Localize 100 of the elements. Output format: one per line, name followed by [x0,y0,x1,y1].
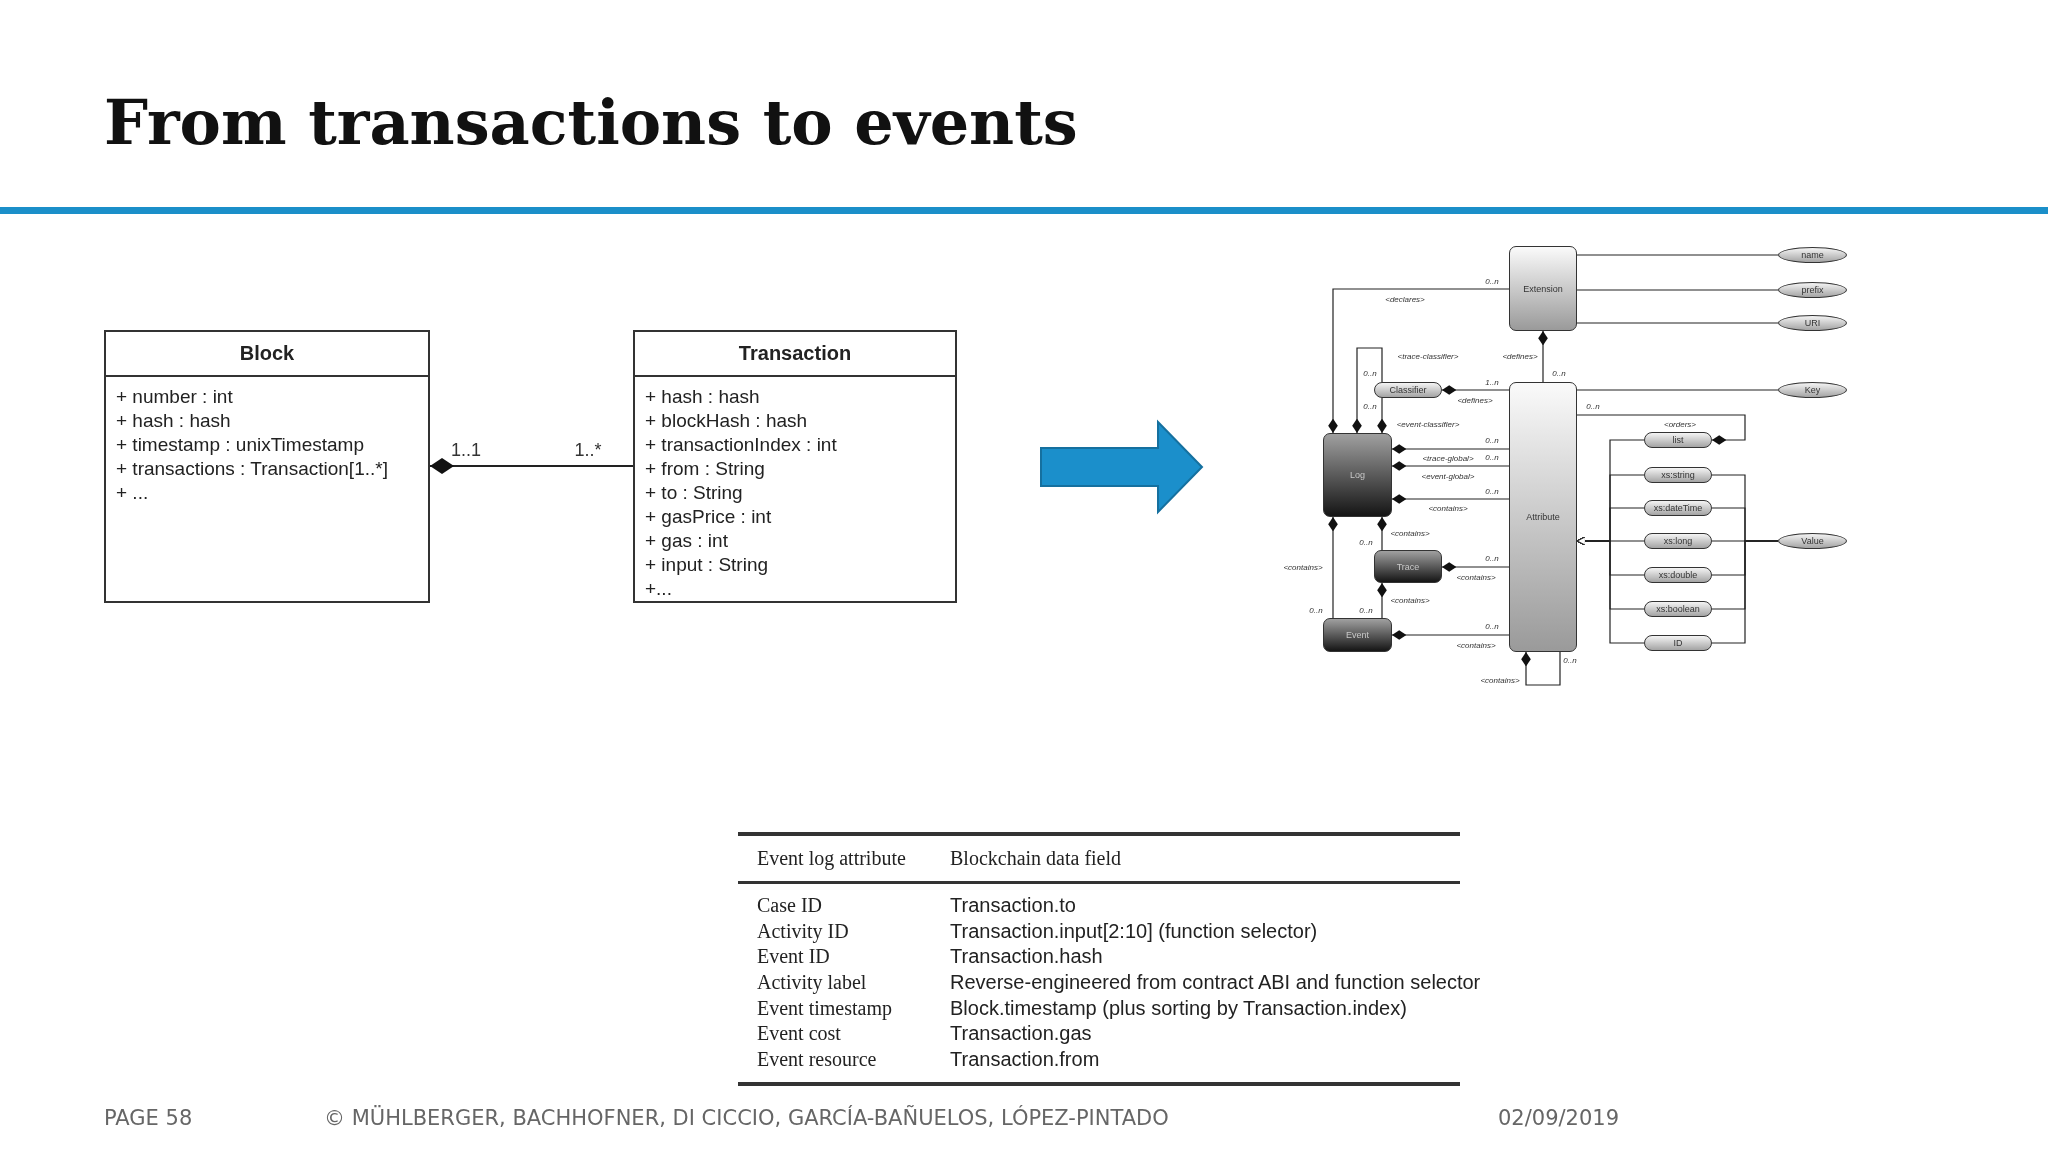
multiplicity-label: 0..n [1485,486,1499,496]
copyright-text: © MÜHLBERGER, BACHHOFNER, DI CICCIO, GARCÍA-BAÑUELOS, LÓPEZ-PINTADO [324,1106,1169,1130]
node-label: prefix [1801,285,1824,295]
table-cell: Transaction.input[2:10] (function selector) [950,919,1318,943]
multiplicity-label: 0..n [1363,368,1377,378]
attribute-text: + number : int [115,385,234,409]
attribute-text: + transactions : Transaction[1..*] [115,457,389,481]
table-cell: Reverse-engineered from contract ABI and function selector [950,970,1481,994]
node-label: Attribute [1526,512,1560,522]
column-header: Blockchain data field [950,846,1122,870]
connector [1711,540,1779,644]
node-label: Key [1804,385,1821,395]
table-cell: Transaction.gas [950,1021,1092,1045]
column-header: Event log attribute [757,846,906,870]
multiplicity-label: 0..n [1359,605,1373,615]
attribute-text: +... [644,577,673,601]
edge-label: <contains> [1456,572,1496,582]
table-cell: Activity ID [757,919,849,943]
multiplicity-label: 0..n [1485,452,1499,462]
type-box [1644,635,1712,651]
edge-label: <contains> [1456,640,1496,650]
node-label: URI [1804,318,1821,328]
edge-label: <defines> [1457,395,1493,405]
connector [1538,330,1548,383]
class-name: Transaction [635,332,955,377]
attribute-text: + gasPrice : int [644,505,773,529]
node-label: Classifier [1389,385,1427,395]
connector [1576,254,1779,256]
node-label: Log [1350,470,1365,480]
page-number: PAGE 58 [104,1106,193,1130]
connector [1391,461,1510,471]
connector [1377,582,1387,619]
multiplicity-label: 0..n [1552,368,1566,378]
multiplicity-label: 0..n [1359,537,1373,547]
table-cell: Event cost [757,1021,841,1045]
slide-title: From transactions to events [104,86,1078,159]
node-label: xs:long [1663,536,1693,546]
attribute-text: + gas : int [644,529,729,553]
connector [1377,397,1387,434]
class-box [1374,550,1442,583]
node-label: xs:string [1661,470,1695,480]
multiplicity-label: 0..n [1485,276,1499,286]
table-cell: Activity label [757,970,867,994]
connector [1576,289,1779,291]
table-cell: Transaction.hash [950,944,1103,968]
table-cell: Transaction.from [950,1047,1100,1071]
node-label: Event [1346,630,1369,640]
multiplicity-label: 1..1 [451,439,481,461]
multiplicity-label: 1..* [574,439,602,461]
attribute-text: + from : String [644,457,766,481]
connector [1352,347,1383,434]
type-box [1644,601,1712,617]
connector [1328,516,1338,619]
class-name: Block [106,332,428,377]
edge-label: <contains> [1390,528,1430,538]
connector [1576,322,1779,324]
type-box [1644,432,1712,448]
multiplicity-label: 0..n [1363,401,1377,411]
edge-label: <contains> [1480,675,1520,685]
edge-label: <declares> [1385,294,1425,304]
date-text: 02/09/2019 [1498,1106,1620,1130]
type-box [1644,467,1712,483]
table-cell: Event resource [757,1047,877,1071]
connector [1441,562,1510,572]
attribute-text: + to : String [644,481,744,505]
edge-label: <contains> [1283,562,1323,572]
node-label: xs:boolean [1656,604,1700,614]
table-cell: Transaction.to [950,893,1076,917]
node-label: Extension [1523,283,1563,294]
table-cell: Event timestamp [757,996,892,1020]
ellipse-node [1778,282,1847,298]
edge-label: <trace-global> [1422,453,1474,463]
class-box [1323,433,1392,517]
multiplicity-label: 0..n [1309,605,1323,615]
ellipse-node [1778,533,1847,549]
node-label: ID [1673,638,1683,648]
connector [1576,536,1645,644]
attribute-text: + ... [115,481,150,505]
node-label: Trace [1396,561,1420,572]
attribute-text: + hash : hash [644,385,761,409]
multiplicity-label: 0..n [1563,655,1577,665]
node-label: list [1672,435,1684,445]
connector [1377,516,1387,551]
ellipse-node [1778,247,1847,263]
edge-label: <contains> [1428,503,1468,513]
node-label: name [1801,250,1824,260]
node-label: xs:dateTime [1653,503,1703,513]
edge-label: <defines> [1502,351,1538,361]
type-box [1644,567,1712,583]
attribute-text: + timestamp : unixTimestamp [115,433,365,457]
node-label: xs:double [1658,570,1698,580]
node-label: Value [1801,536,1824,546]
connector [1391,494,1510,504]
connector [429,458,634,474]
connector [1391,630,1510,640]
type-box [1644,533,1712,549]
multiplicity-label: 0..n [1586,401,1600,411]
attribute-text: + input : String [644,553,770,577]
type-box [1644,500,1712,516]
type-box [1374,382,1442,398]
